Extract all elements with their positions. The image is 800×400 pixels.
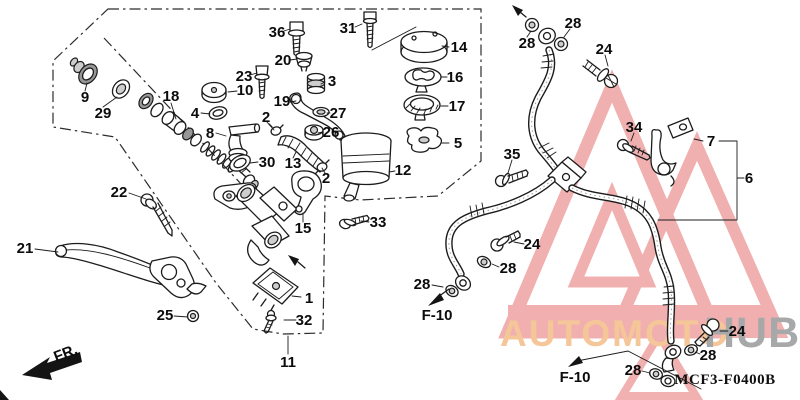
part-number-label: 24: [729, 323, 746, 340]
bolt-34: [616, 138, 651, 161]
part-number-label: 6: [745, 170, 753, 187]
washer-10: [201, 81, 227, 104]
part-number-label: 28: [414, 276, 431, 293]
part-number-label: 15: [295, 220, 312, 237]
banjo-bolt-24-top: [582, 59, 619, 89]
nut-26: [304, 124, 324, 141]
part-number-label: 28: [519, 35, 536, 52]
part-number-label: 21: [17, 240, 34, 257]
diaphragm-17: [403, 94, 441, 121]
part-number-label: 24: [524, 236, 541, 253]
washer-28-bottom-left: [649, 368, 663, 380]
front-hose-right-branch: [568, 184, 720, 390]
f10-reference-right: F-10: [560, 369, 591, 386]
part-number-label: 5: [454, 135, 462, 152]
reservoir-cap-14: [400, 30, 448, 64]
cap-plate-16: [404, 67, 442, 93]
watermark-text-hub: HUB: [704, 309, 800, 357]
part-number-label: 28: [500, 260, 517, 277]
part-number-label: 25: [157, 307, 174, 324]
washer-28-top-right: [553, 36, 569, 52]
part-number-label: 13: [285, 155, 302, 172]
part-number-label: 31: [340, 20, 357, 37]
part-number-label: 33: [370, 214, 387, 231]
part-number-label: 29: [95, 105, 112, 122]
part-number-label: 14: [451, 39, 468, 56]
part-number-label: 7: [707, 133, 715, 150]
part-number-label: 10: [237, 82, 254, 99]
f10-reference-left: F-10: [422, 307, 453, 324]
bolt-22: [140, 193, 173, 237]
hose-clamp-2-lower: [314, 159, 330, 175]
diaphragm-plate-5: [406, 126, 443, 153]
banjo-bolt-24-bottom: [694, 318, 720, 347]
hose-clamp-2-upper: [268, 123, 284, 136]
bracket-lines-6-7: [657, 140, 745, 221]
part-number-label: 3: [328, 73, 336, 90]
piston-seal-set: [69, 57, 259, 191]
part-number-label: 19: [274, 93, 291, 110]
fr-direction-arrow: [22, 352, 82, 380]
part-number-label: 32: [296, 312, 313, 329]
washer-28-left-branch: [445, 284, 459, 298]
mount-rubber-3: [306, 72, 326, 95]
part-number-label: 28: [700, 347, 717, 364]
part-number-label: 17: [449, 98, 466, 115]
part-number-label: 18: [163, 88, 180, 105]
part-number-label: 1: [305, 290, 313, 307]
switch-bracket-1: [252, 267, 299, 313]
part-number-label: 2: [262, 109, 270, 126]
part-number-label: 24: [596, 41, 613, 58]
part-number-label: 4: [191, 105, 200, 122]
part-number-label: 34: [626, 119, 643, 136]
oring-4: [208, 106, 228, 120]
clamp-15: [291, 170, 322, 216]
bolt-35: [494, 169, 529, 188]
banjo-bolt-24-mid: [490, 230, 521, 252]
reservoir-12: [340, 132, 392, 202]
bolt-23: [254, 65, 270, 100]
upper-hose-assembly: [512, 5, 619, 176]
bolt-36: [287, 21, 306, 57]
part-number-label: 35: [504, 146, 521, 163]
part-number-label: 36: [269, 24, 286, 41]
hose-clamp-7: [650, 117, 694, 187]
front-hose-left-branch: [428, 176, 556, 306]
washer-28-bottom-right: [684, 344, 698, 356]
part-number-label: 26: [323, 124, 340, 141]
spring: [200, 141, 238, 173]
diagram-code: MCF3-F0400B: [674, 372, 775, 388]
screw-32: [263, 309, 277, 334]
hose-13: [277, 135, 327, 173]
master-cylinder-body: [213, 182, 306, 269]
bolt-33: [338, 214, 370, 230]
part-number-label: 28: [625, 362, 642, 379]
part-number-label: 22: [111, 184, 128, 201]
watermark-logo: AUTOMOTO HUB: [498, 69, 800, 400]
part-number-label: 16: [447, 69, 464, 86]
part-number-label: 30: [259, 154, 276, 171]
brake-lever-21: [54, 242, 207, 299]
nut-25: [186, 309, 200, 323]
part-number-label: 20: [275, 52, 292, 69]
leader-lines: [34, 23, 729, 374]
ring-30: [229, 154, 251, 172]
washer-27: [312, 106, 330, 118]
washer-28-top-left: [524, 17, 540, 33]
part-number-label: 2: [322, 170, 330, 187]
part-number-label: 23: [236, 68, 253, 85]
part-number-label: 11: [280, 354, 296, 371]
part-number-label: 27: [330, 105, 347, 122]
bolt-31: [362, 11, 417, 51]
part-number-label: 28: [565, 15, 582, 32]
part-number-label: 8: [206, 125, 214, 142]
part-number-label: 12: [395, 162, 412, 179]
washer-28-mid: [476, 255, 492, 269]
page-corner-mark: [0, 390, 9, 400]
grommet-20: [295, 51, 313, 72]
part-number-label: 9: [81, 89, 89, 106]
